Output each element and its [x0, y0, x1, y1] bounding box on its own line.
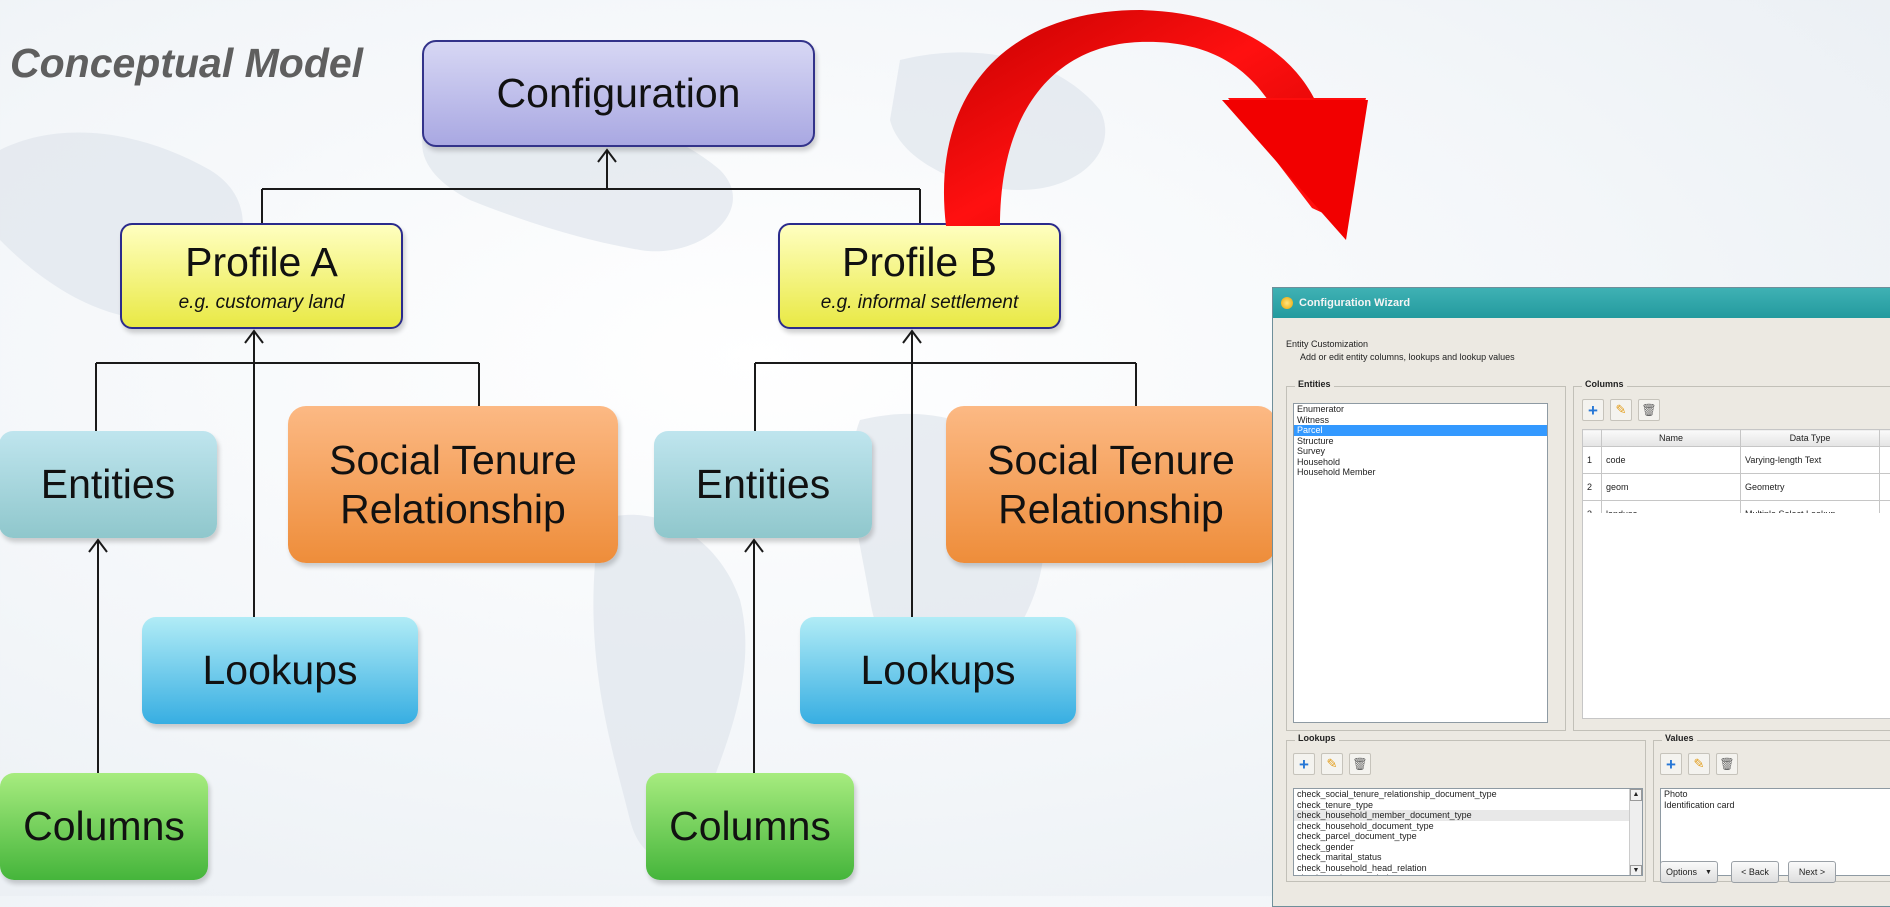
chevron-down-icon: ▼ — [1705, 869, 1712, 876]
column-type-cell[interactable]: Varying-length Text — [1741, 447, 1880, 474]
qgis-logo-icon — [1281, 297, 1293, 309]
columns-group-label: Columns — [1582, 379, 1627, 389]
next-button[interactable]: Next > — [1788, 861, 1836, 883]
name-header[interactable]: Name — [1602, 430, 1741, 447]
edit-lookup-button[interactable]: ✎ — [1321, 753, 1343, 775]
row-number: 1 — [1583, 447, 1602, 474]
extra-cell — [1880, 447, 1890, 474]
column-name-cell[interactable]: code — [1602, 447, 1741, 474]
wizard-header: Entity Customization Add or edit entity … — [1286, 338, 1515, 364]
row-number: 2 — [1583, 474, 1602, 501]
back-label: < Back — [1741, 867, 1769, 877]
entities-group-label: Entities — [1295, 379, 1334, 389]
trash-icon: 🗑 — [1719, 757, 1734, 771]
row-number-header — [1583, 430, 1602, 447]
add-value-button[interactable]: + — [1660, 753, 1682, 775]
add-lookup-button[interactable]: + — [1293, 753, 1315, 775]
edit-column-button[interactable]: ✎ — [1610, 399, 1632, 421]
plus-icon: + — [1588, 402, 1598, 419]
wizard-title-bar: Configuration Wizard — [1273, 288, 1890, 318]
list-item-selected[interactable]: Parcel — [1294, 425, 1547, 436]
options-label: Options — [1666, 867, 1697, 877]
lookups-group: Lookups + ✎ 🗑 check_social_tenure_relati… — [1286, 740, 1646, 882]
extra-header[interactable] — [1880, 430, 1890, 447]
list-item[interactable]: Witness — [1294, 415, 1547, 426]
wizard-heading: Entity Customization — [1286, 338, 1515, 351]
list-item[interactable]: check_social_tenure_relationship_documen… — [1294, 789, 1642, 800]
columns-table-empty-area — [1582, 513, 1890, 719]
delete-lookup-button[interactable]: 🗑 — [1349, 753, 1371, 775]
next-label: Next > — [1799, 867, 1825, 877]
scroll-up-icon[interactable]: ▲ — [1630, 789, 1642, 801]
data-type-header[interactable]: Data Type — [1741, 430, 1880, 447]
trash-icon: 🗑 — [1352, 757, 1367, 771]
add-column-button[interactable]: + — [1582, 399, 1604, 421]
entities-group: Entities Enumerator Witness Parcel Struc… — [1286, 386, 1566, 731]
list-item[interactable]: check_gender — [1294, 842, 1642, 853]
options-button[interactable]: Options ▼ — [1660, 861, 1718, 883]
edit-value-button[interactable]: ✎ — [1688, 753, 1710, 775]
lookups-group-label: Lookups — [1295, 733, 1339, 743]
list-item[interactable]: check_tenure_type — [1294, 800, 1642, 811]
list-item[interactable]: check_household_head_relation — [1294, 863, 1642, 874]
lookups-scrollbar[interactable]: ▲ ▼ — [1629, 789, 1642, 876]
back-button[interactable]: < Back — [1731, 861, 1779, 883]
column-name-cell[interactable]: geom — [1602, 474, 1741, 501]
column-type-cell[interactable]: Geometry — [1741, 474, 1880, 501]
delete-value-button[interactable]: 🗑 — [1716, 753, 1738, 775]
list-item-highlighted[interactable]: check_household_member_document_type — [1294, 810, 1642, 821]
columns-group: Columns + ✎ 🗑 Name Data Type 1 code Vary… — [1573, 386, 1890, 731]
plus-icon: + — [1666, 756, 1676, 773]
entities-list[interactable]: Enumerator Witness Parcel Structure Surv… — [1293, 403, 1548, 723]
pencil-icon: ✎ — [1694, 756, 1705, 772]
list-item[interactable]: check_household_document_type — [1294, 821, 1642, 832]
list-item[interactable]: Survey — [1294, 446, 1547, 457]
extra-cell — [1880, 474, 1890, 501]
list-item[interactable]: Photo — [1661, 789, 1890, 800]
pencil-icon: ✎ — [1616, 402, 1627, 418]
lookups-list[interactable]: check_social_tenure_relationship_documen… — [1293, 788, 1643, 876]
pencil-icon: ✎ — [1327, 756, 1338, 772]
list-item[interactable]: Identification card — [1661, 800, 1890, 811]
trash-icon: 🗑 — [1641, 403, 1656, 417]
wizard-title: Configuration Wizard — [1299, 297, 1410, 309]
table-row[interactable]: 2 geom Geometry — [1583, 474, 1890, 501]
scroll-down-icon[interactable]: ▼ — [1630, 865, 1642, 876]
wizard-subheading: Add or edit entity columns, lookups and … — [1286, 351, 1515, 364]
list-item[interactable]: Enumerator — [1294, 404, 1547, 415]
plus-icon: + — [1299, 756, 1309, 773]
list-item[interactable]: check_settlement_choice — [1294, 873, 1642, 876]
table-header-row: Name Data Type — [1583, 430, 1890, 447]
list-item[interactable]: check_marital_status — [1294, 852, 1642, 863]
values-group-label: Values — [1662, 733, 1697, 743]
configuration-wizard-window: Configuration Wizard Entity Customizatio… — [1272, 287, 1890, 907]
table-row[interactable]: 1 code Varying-length Text — [1583, 447, 1890, 474]
list-item[interactable]: Structure — [1294, 436, 1547, 447]
delete-column-button[interactable]: 🗑 — [1638, 399, 1660, 421]
list-item[interactable]: Household Member — [1294, 467, 1547, 478]
list-item[interactable]: Household — [1294, 457, 1547, 468]
list-item[interactable]: check_parcel_document_type — [1294, 831, 1642, 842]
